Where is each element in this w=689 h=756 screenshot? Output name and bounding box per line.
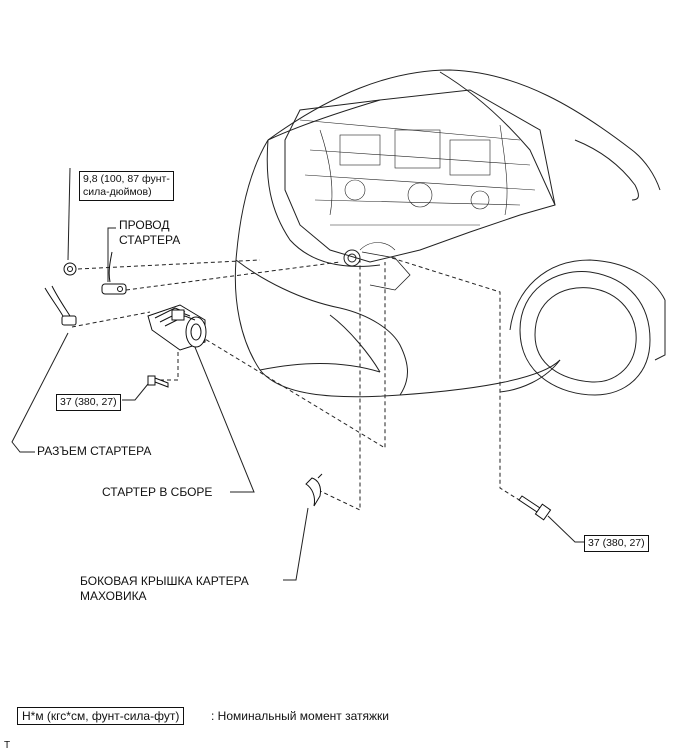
torque-spec-bolt-left: 37 (380, 27) — [56, 394, 121, 411]
bolt-right-part — [518, 495, 552, 521]
torque-spec-nut-line2: сила-дюймов) — [83, 186, 152, 198]
starter-wire-label-line1: ПРОВОД — [119, 218, 170, 232]
starter-connector-label: РАЗЪЕМ СТАРТЕРА — [37, 444, 152, 458]
torque-spec-nut: 9,8 (100, 87 фунт- сила-дюймов) — [79, 171, 174, 201]
starter-wire-part — [101, 251, 127, 295]
starter-assembly-part — [147, 304, 207, 351]
torque-spec-nut-line1: 9,8 (100, 87 фунт- — [83, 173, 170, 185]
flywheel-cover-label: БОКОВАЯ КРЫШКА КАРТЕРА МАХОВИКА — [80, 574, 249, 604]
flywheel-cover-part — [305, 473, 323, 507]
flywheel-cover-label-line1: БОКОВАЯ КРЫШКА КАРТЕРА — [80, 574, 249, 588]
engine-bay — [284, 89, 556, 263]
wheel — [519, 271, 651, 396]
bolt-left-part — [147, 375, 169, 388]
starter-connector-part — [44, 285, 77, 326]
flywheel-cover-label-line2: МАХОВИКА — [80, 589, 147, 603]
nut-part — [63, 262, 77, 276]
footer-mark: T — [4, 740, 11, 751]
legend-description: : Номинальный момент затяжки — [211, 709, 389, 723]
starter-wire-label-line2: СТАРТЕРА — [119, 233, 181, 247]
wheel-arch — [509, 259, 666, 331]
car-hood — [267, 69, 661, 191]
starter-assembly-label: СТАРТЕР В СБОРЕ — [102, 485, 213, 499]
legend-unit-box: Н*м (кгс*см, фунт-сила-фут) — [17, 707, 185, 725]
starter-wire-label: ПРОВОД СТАРТЕРА — [119, 218, 180, 248]
torque-spec-bolt-right: 37 (380, 27) — [584, 535, 649, 552]
car-body-outline — [234, 139, 561, 398]
